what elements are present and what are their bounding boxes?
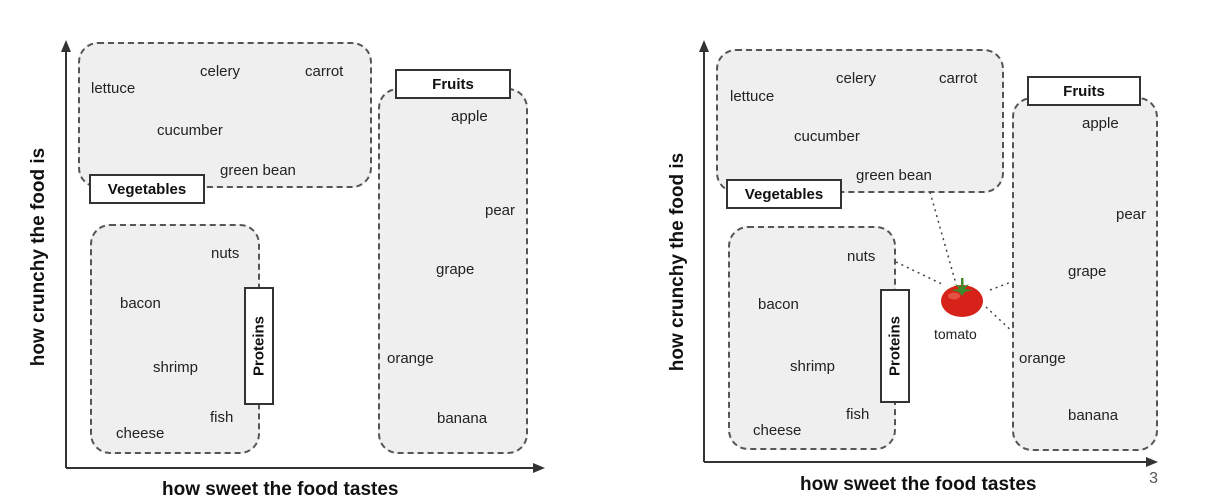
right-food-lettuce: lettuce <box>730 88 775 105</box>
left-food-green-bean: green bean <box>220 162 296 179</box>
right-food-apple: apple <box>1082 115 1119 132</box>
right-proteins-tag-label: Proteins <box>886 315 904 377</box>
left-food-nuts: nuts <box>211 245 240 262</box>
tomato-label: tomato <box>934 326 977 342</box>
left-vegetables-group <box>78 42 372 188</box>
right-food-nuts: nuts <box>847 248 876 265</box>
left-food-cheese: cheese <box>116 425 165 442</box>
right-food-pear: pear <box>1116 206 1147 223</box>
left-x-axis-label: how sweet the food tastes <box>162 479 399 500</box>
right-proteins-tag: Proteins <box>880 289 910 403</box>
right-food-orange: orange <box>1019 350 1066 367</box>
right-y-axis-label: how crunchy the food is <box>667 152 688 372</box>
right-food-celery: celery <box>836 70 877 87</box>
left-food-carrot: carrot <box>305 63 344 80</box>
right-vegetables-tag: Vegetables <box>726 179 842 209</box>
left-food-shrimp: shrimp <box>153 359 199 376</box>
right-food-cucumber: cucumber <box>794 128 860 145</box>
right-fruits-group <box>1012 97 1158 451</box>
right-diagram: lettuce celery carrot cucumber green bea… <box>638 0 1198 503</box>
left-fruits-group <box>378 88 528 454</box>
left-food-banana: banana <box>437 410 488 427</box>
right-food-shrimp: shrimp <box>790 358 836 375</box>
tomato-icon <box>941 278 983 317</box>
right-food-carrot: carrot <box>939 70 978 87</box>
tomato-links <box>895 191 1055 349</box>
left-food-celery: celery <box>200 63 241 80</box>
left-food-orange: orange <box>387 350 434 367</box>
right-proteins-group <box>728 226 896 450</box>
left-proteins-group <box>90 224 260 454</box>
right-food-bacon: bacon <box>758 296 799 313</box>
left-food-cucumber: cucumber <box>157 122 223 139</box>
right-food-cheese: cheese <box>753 422 802 439</box>
left-y-axis-label: how crunchy the food is <box>28 147 49 367</box>
right-axes <box>699 40 1158 467</box>
right-fruits-tag: Fruits <box>1027 76 1141 106</box>
left-food-apple: apple <box>451 108 488 125</box>
right-food-grape: grape <box>1068 263 1107 280</box>
left-food-grape: grape <box>436 261 475 278</box>
left-proteins-tag-label: Proteins <box>250 315 268 377</box>
page-number: 3 <box>1149 470 1158 487</box>
left-food-lettuce: lettuce <box>91 80 136 97</box>
left-food-bacon: bacon <box>120 295 161 312</box>
left-food-pear: pear <box>485 202 516 219</box>
right-food-green-bean: green bean <box>856 167 932 184</box>
right-food-fish: fish <box>846 406 870 423</box>
right-vegetables-group <box>716 49 1004 193</box>
left-proteins-tag: Proteins <box>244 287 274 405</box>
left-vegetables-tag: Vegetables <box>89 174 205 204</box>
right-food-banana: banana <box>1068 407 1119 424</box>
left-food-fish: fish <box>210 409 234 426</box>
left-axes <box>61 40 545 473</box>
right-x-axis-label: how sweet the food tastes <box>800 474 1037 495</box>
left-diagram: lettuce celery carrot cucumber green bea… <box>0 0 560 503</box>
left-fruits-tag: Fruits <box>395 69 511 99</box>
